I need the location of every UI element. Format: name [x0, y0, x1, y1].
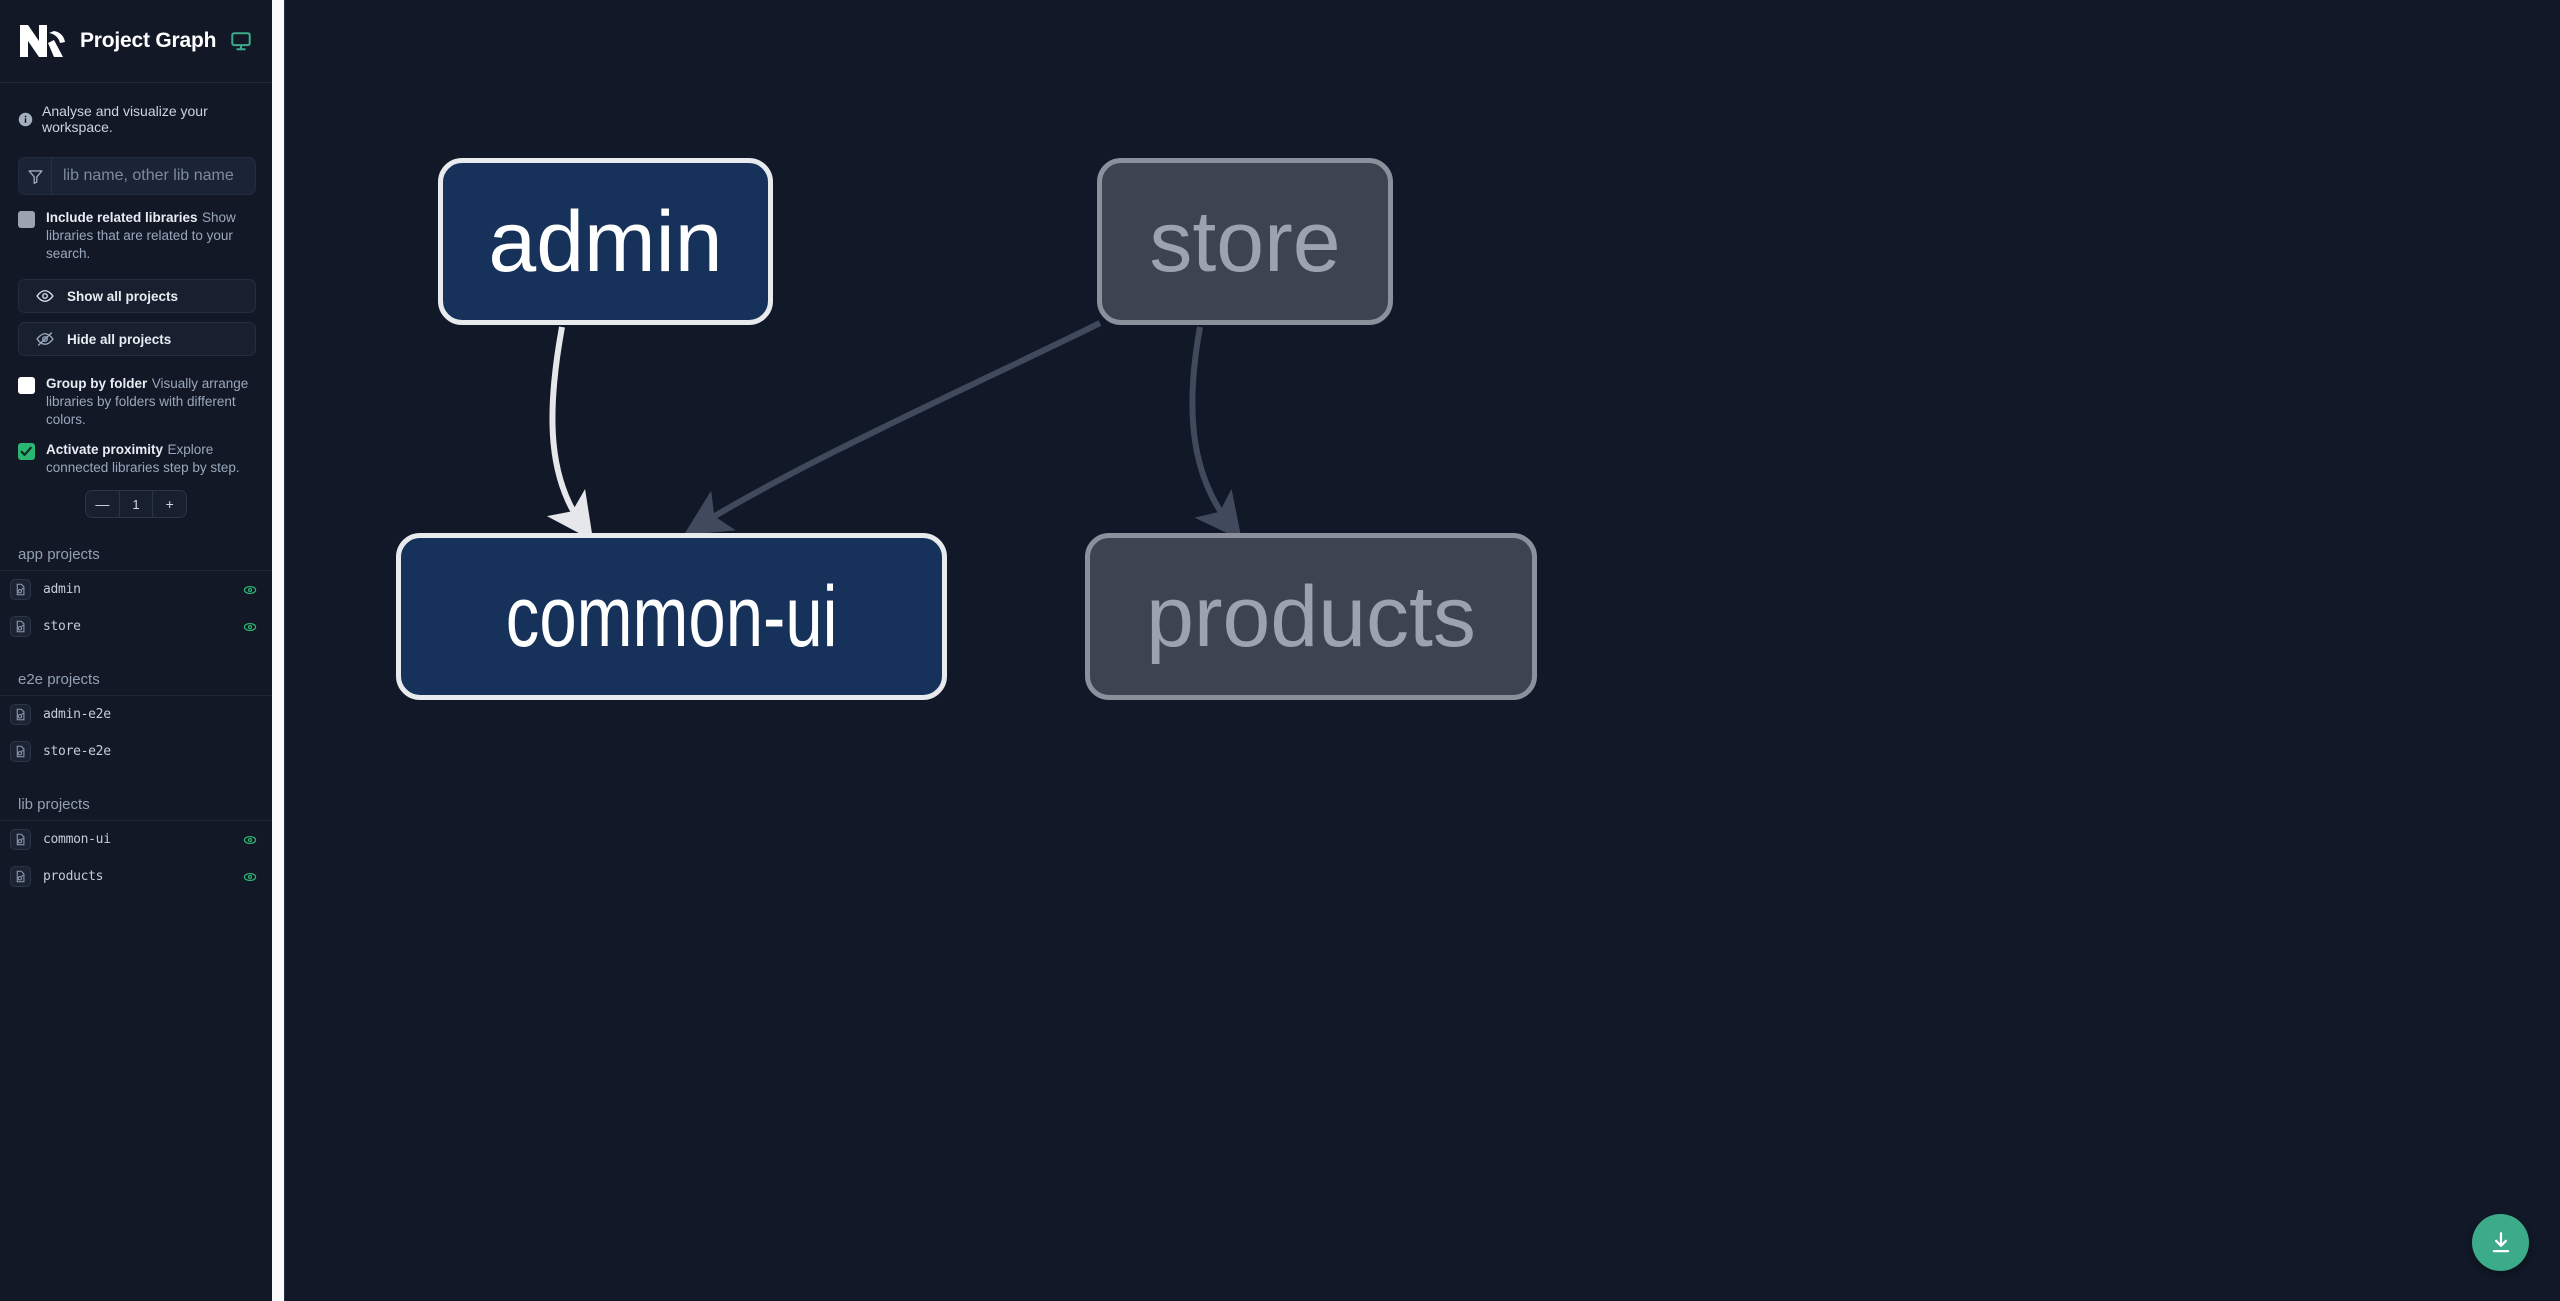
download-button[interactable] — [2472, 1214, 2529, 1271]
graph-node-label: common-ui — [505, 568, 838, 665]
project-row-admin-e2e[interactable]: admin-e2e — [0, 696, 272, 733]
project-name: store — [43, 619, 81, 634]
graph-node-admin[interactable]: admin — [438, 158, 773, 325]
group-heading: app projects — [0, 546, 272, 571]
option-description: Explore connected libraries step by step… — [46, 442, 240, 475]
graph-canvas[interactable]: admin store common-ui products — [285, 0, 2560, 1301]
sidebar: Project Graph Analyse and visualize your… — [0, 0, 272, 1301]
monitor-icon[interactable] — [230, 30, 252, 52]
sidebar-scrollbar[interactable] — [272, 0, 285, 1301]
group-e2e-projects: e2e projects admin-e2e store-e2e — [0, 671, 272, 770]
graph-node-label: products — [1146, 568, 1476, 665]
option-description: Visually arrange libraries by folders wi… — [46, 376, 249, 427]
search-field[interactable] — [18, 157, 256, 195]
option-title: Activate proximity — [46, 442, 164, 457]
activate-proximity-checkbox[interactable] — [18, 443, 35, 460]
project-name: products — [43, 869, 104, 884]
tagline-text: Analyse and visualize your workspace. — [42, 103, 208, 135]
project-name: store-e2e — [43, 744, 111, 759]
funnel-icon — [19, 158, 52, 194]
project-row-common-ui[interactable]: common-ui — [0, 821, 272, 858]
include-related-libraries-checkbox[interactable] — [18, 211, 35, 228]
proximity-increment-button[interactable]: + — [165, 496, 174, 512]
tagline-row: Analyse and visualize your workspace. — [0, 83, 272, 135]
edge-store-to-products — [1189, 326, 1242, 541]
graph-node-common-ui[interactable]: common-ui — [396, 533, 947, 700]
proximity-value: 1 — [118, 491, 154, 517]
option-description: Show libraries that are related to your … — [46, 210, 236, 261]
group-lib-projects: lib projects common-ui products — [0, 796, 272, 895]
project-name: admin — [43, 582, 81, 597]
option-group-by-folder[interactable]: Group by folder Visually arrange librari… — [0, 356, 272, 429]
project-name: common-ui — [43, 832, 111, 847]
eye-icon — [36, 290, 54, 302]
option-activate-proximity[interactable]: Activate proximity Explore connected lib… — [0, 429, 272, 477]
option-include-related-libraries[interactable]: Include related libraries Show libraries… — [0, 195, 272, 263]
project-visibility-eye-icon[interactable] — [242, 582, 258, 598]
graph-edges — [546, 320, 1242, 541]
nx-logo-icon — [18, 21, 66, 61]
hide-all-projects-button[interactable]: Hide all projects — [18, 322, 256, 356]
option-title: Group by folder — [46, 376, 148, 391]
graph-node-store[interactable]: store — [1097, 158, 1393, 325]
project-visibility-eye-icon[interactable] — [242, 869, 258, 885]
hide-all-projects-label: Hide all projects — [67, 331, 172, 347]
graph-node-label: admin — [488, 193, 723, 290]
project-visibility-eye-icon[interactable] — [242, 619, 258, 635]
search-input[interactable] — [52, 158, 255, 194]
group-app-projects: app projects admin store — [0, 546, 272, 645]
project-name: admin-e2e — [43, 707, 111, 722]
group-heading: e2e projects — [0, 671, 272, 696]
project-file-icon[interactable] — [10, 829, 31, 850]
project-row-store[interactable]: store — [0, 608, 272, 645]
info-icon — [18, 112, 33, 127]
group-heading: lib projects — [0, 796, 272, 821]
project-file-icon[interactable] — [10, 866, 31, 887]
edge-store-to-common-ui — [683, 320, 1102, 536]
proximity-stepper[interactable]: — 1 + — [85, 490, 187, 518]
project-file-icon[interactable] — [10, 704, 31, 725]
show-all-projects-label: Show all projects — [67, 288, 179, 304]
project-row-admin[interactable]: admin — [0, 571, 272, 608]
edge-admin-to-common-ui — [546, 326, 594, 541]
proximity-decrement-button[interactable]: — — [95, 496, 110, 512]
project-visibility-eye-icon[interactable] — [242, 744, 258, 760]
project-row-store-e2e[interactable]: store-e2e — [0, 733, 272, 770]
project-visibility-eye-icon[interactable] — [242, 832, 258, 848]
show-all-projects-button[interactable]: Show all projects — [18, 279, 256, 313]
option-title: Include related libraries — [46, 210, 198, 225]
project-row-products[interactable]: products — [0, 858, 272, 895]
page-title: Project Graph — [80, 29, 217, 52]
graph-node-label: store — [1149, 193, 1341, 290]
project-file-icon[interactable] — [10, 616, 31, 637]
project-file-icon[interactable] — [10, 579, 31, 600]
project-visibility-eye-icon[interactable] — [242, 707, 258, 723]
sidebar-header: Project Graph — [0, 0, 272, 83]
eye-off-icon — [36, 332, 54, 346]
group-by-folder-checkbox[interactable] — [18, 377, 35, 394]
project-file-icon[interactable] — [10, 741, 31, 762]
graph-node-products[interactable]: products — [1085, 533, 1537, 700]
download-icon — [2492, 1231, 2509, 1252]
